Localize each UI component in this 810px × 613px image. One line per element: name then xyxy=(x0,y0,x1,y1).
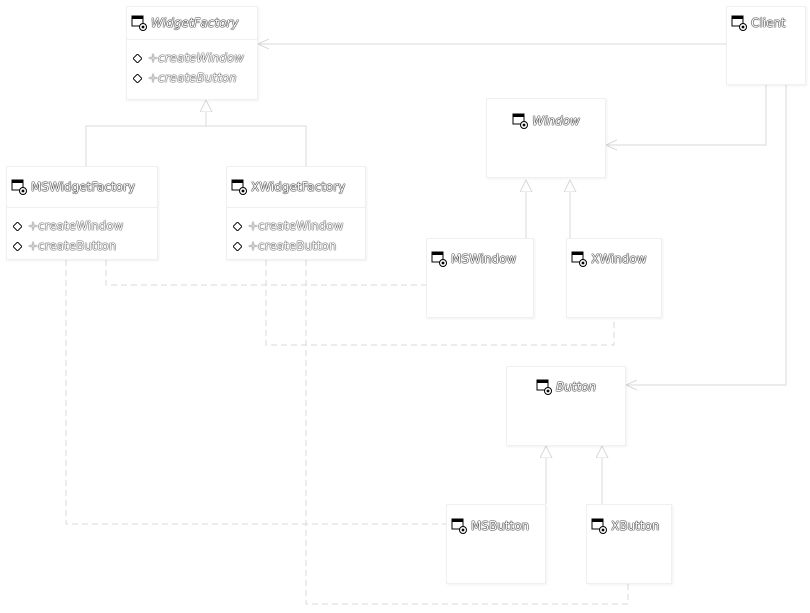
class-xbutton[interactable]: XButton xyxy=(586,504,672,584)
class-header: XWindow xyxy=(567,239,661,279)
class-xwindow[interactable]: XWindow xyxy=(566,238,662,318)
operation-icon xyxy=(233,241,242,251)
class-header: MSWindow xyxy=(427,239,533,279)
operation-label: +createButton xyxy=(148,71,237,85)
class-name: XWindow xyxy=(591,252,647,266)
class-header: XWidgetFactory xyxy=(227,167,365,207)
operation: +createWindow xyxy=(13,216,151,236)
class-icon xyxy=(131,15,147,31)
class-name: MSButton xyxy=(471,519,530,533)
class-icon xyxy=(512,113,529,129)
class-icon xyxy=(231,179,247,195)
class-msbutton[interactable]: MSButton xyxy=(446,504,546,584)
association-client-button xyxy=(626,85,787,385)
operation-label: +createButton xyxy=(248,239,337,253)
class-icon xyxy=(11,179,27,195)
class-name: Window xyxy=(532,114,580,128)
class-widgetfactory[interactable]: WidgetFactory +createWindow +createButto… xyxy=(126,6,258,100)
class-header: Window xyxy=(487,105,605,137)
operation-label: +createWindow xyxy=(28,219,124,233)
operation-icon xyxy=(233,221,242,231)
class-name: Button xyxy=(555,380,597,394)
operation: +createButton xyxy=(133,68,251,88)
operation: +createWindow xyxy=(133,48,251,68)
class-button[interactable]: Button xyxy=(506,366,626,446)
association-client-window xyxy=(606,85,767,145)
generalization-xfactory-widgetfactory xyxy=(206,125,307,166)
dependency-xfactory-xbutton xyxy=(305,260,629,605)
class-header: Client xyxy=(727,7,805,39)
operation: +createButton xyxy=(233,236,359,256)
class-header: Button xyxy=(507,371,625,403)
class-client[interactable]: Client xyxy=(726,6,806,85)
class-icon xyxy=(591,518,607,534)
dependency-msfactory-mswindow xyxy=(105,260,426,286)
class-header: MSButton xyxy=(447,505,545,547)
operation-icon xyxy=(133,73,142,83)
operations-compartment: +createWindow +createButton xyxy=(127,39,257,92)
generalization-msfactory-widgetfactory xyxy=(85,100,206,166)
class-name: XWidgetFactory xyxy=(251,180,346,194)
class-mswidgetfactory[interactable]: MSWidgetFactory +createWindow +createBut… xyxy=(6,166,158,260)
class-header: WidgetFactory xyxy=(127,7,257,39)
class-icon xyxy=(536,379,552,395)
class-name: XButton xyxy=(611,519,660,533)
operations-compartment: +createWindow +createButton xyxy=(227,207,365,260)
class-icon xyxy=(451,518,467,534)
operations-compartment: +createWindow +createButton xyxy=(7,207,157,260)
class-icon xyxy=(731,15,747,31)
operation-icon xyxy=(13,241,22,251)
operation-label: +createButton xyxy=(28,239,117,253)
class-header: XButton xyxy=(587,505,671,547)
class-name: MSWidgetFactory xyxy=(31,180,136,194)
operation-label: +createWindow xyxy=(248,219,344,233)
class-icon xyxy=(571,251,587,267)
operation: +createButton xyxy=(13,236,151,256)
class-name: Client xyxy=(751,16,786,30)
class-header: MSWidgetFactory xyxy=(7,167,157,207)
class-name: MSWindow xyxy=(451,252,517,266)
operation: +createWindow xyxy=(233,216,359,236)
class-icon xyxy=(431,251,447,267)
class-xwidgetfactory[interactable]: XWidgetFactory +createWindow +createButt… xyxy=(226,166,366,260)
dependency-xfactory-xwindow xyxy=(265,260,615,346)
operation-label: +createWindow xyxy=(148,51,244,65)
operation-icon xyxy=(13,221,22,231)
class-mswindow[interactable]: MSWindow xyxy=(426,238,534,318)
class-name: WidgetFactory xyxy=(151,16,239,30)
class-window[interactable]: Window xyxy=(486,98,606,178)
operation-icon xyxy=(133,53,142,63)
dependency-msfactory-msbutton xyxy=(65,260,446,525)
